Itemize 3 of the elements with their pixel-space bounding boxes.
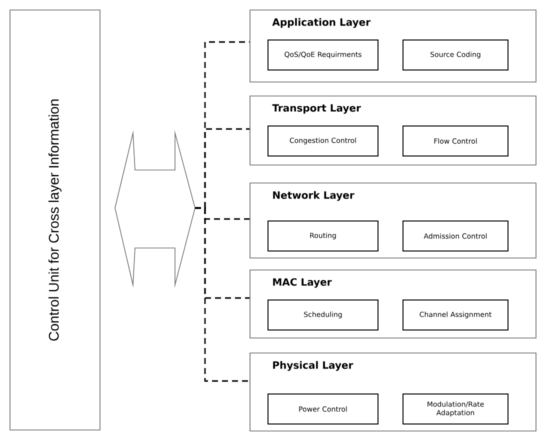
double-arrow-shape bbox=[114, 130, 196, 288]
dashed-connector bbox=[195, 207, 250, 382]
control-unit-box: Control Unit for Cross layer Information bbox=[10, 10, 100, 430]
